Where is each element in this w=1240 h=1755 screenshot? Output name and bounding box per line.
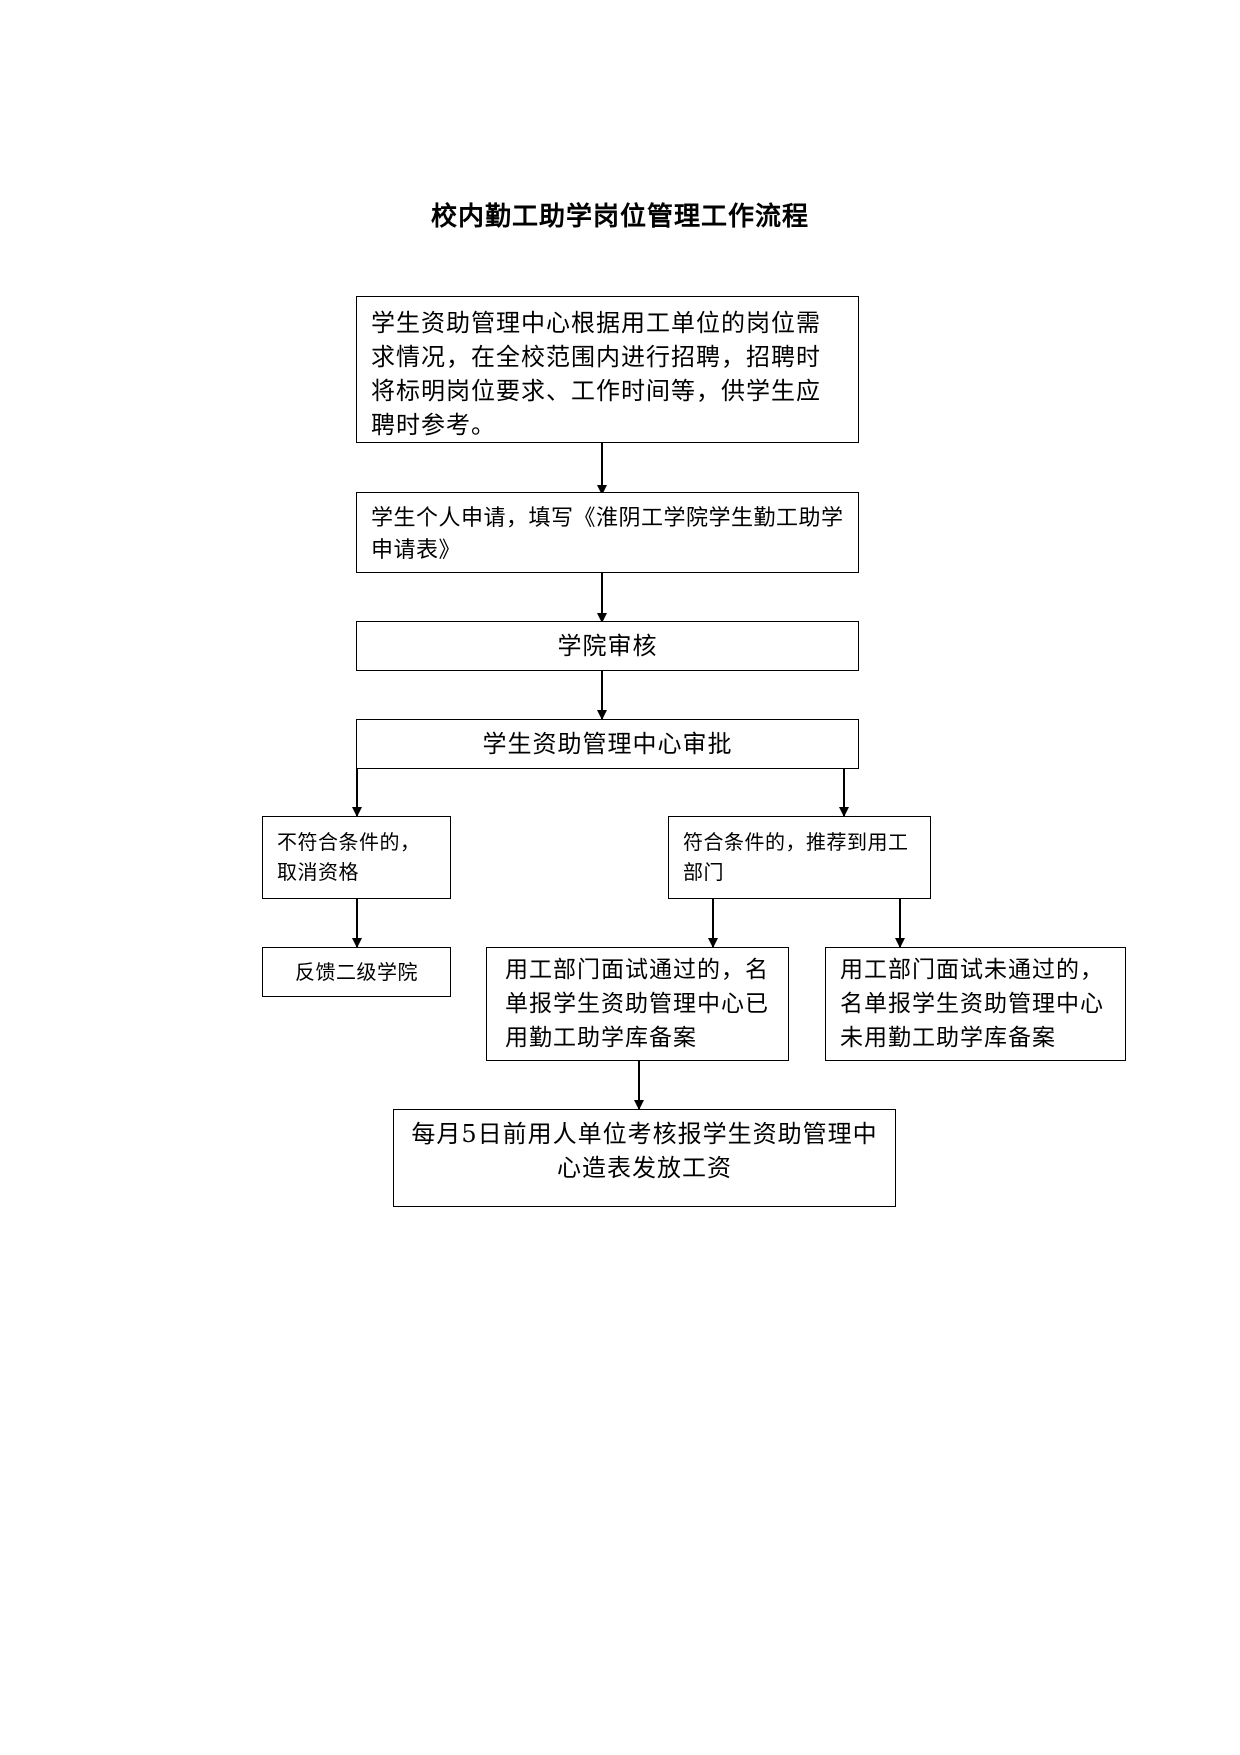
step-salary: 每月5日前用人单位考核报学生资助管理中心造表发放工资 <box>393 1109 896 1207</box>
step-qualified-text: 符合条件的，推荐到用工部门 <box>683 830 909 884</box>
step-not-qualified-text: 不符合条件的，取消资格 <box>277 830 421 884</box>
step-feedback: 反馈二级学院 <box>262 947 451 997</box>
step-apply-text: 学生个人申请，填写《淮阴工学院学生勤工助学申请表》 <box>371 506 844 563</box>
step-failed-text: 用工部门面试未通过的，名单报学生资助管理中心未用勤工助学库备案 <box>840 957 1104 1051</box>
step-recruit: 学生资助管理中心根据用工单位的岗位需求情况，在全校范围内进行招聘，招聘时将标明岗… <box>356 296 859 443</box>
step-salary-text: 每月5日前用人单位考核报学生资助管理中心造表发放工资 <box>411 1120 878 1182</box>
step-qualified: 符合条件的，推荐到用工部门 <box>668 816 931 899</box>
step-college-review: 学院审核 <box>356 621 859 671</box>
step-feedback-text: 反馈二级学院 <box>295 960 418 984</box>
step-center-approval: 学生资助管理中心审批 <box>356 719 859 769</box>
step-apply: 学生个人申请，填写《淮阴工学院学生勤工助学申请表》 <box>356 492 859 573</box>
step-center-approval-text: 学生资助管理中心审批 <box>482 730 733 758</box>
step-recruit-text: 学生资助管理中心根据用工单位的岗位需求情况，在全校范围内进行招聘，招聘时将标明岗… <box>371 309 821 439</box>
step-college-review-text: 学院审核 <box>557 632 658 660</box>
step-passed-text: 用工部门面试通过的，名单报学生资助管理中心已用勤工助学库备案 <box>505 957 769 1051</box>
page-title: 校内勤工助学岗位管理工作流程 <box>430 202 809 232</box>
step-passed: 用工部门面试通过的，名单报学生资助管理中心已用勤工助学库备案 <box>486 947 789 1061</box>
step-failed: 用工部门面试未通过的，名单报学生资助管理中心未用勤工助学库备案 <box>825 947 1126 1061</box>
step-not-qualified: 不符合条件的，取消资格 <box>262 816 451 899</box>
